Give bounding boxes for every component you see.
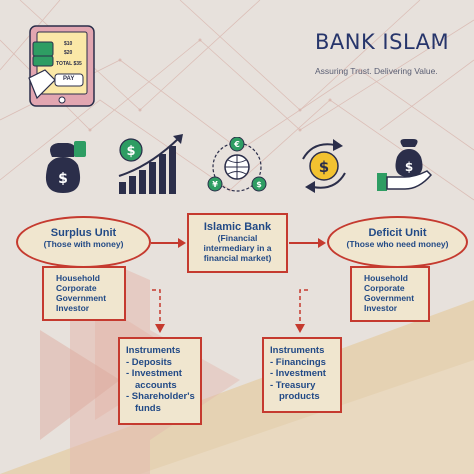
islamic-bank-subtitle-line: (Financial bbox=[217, 233, 258, 243]
dashed-arrow-right-head bbox=[295, 324, 305, 333]
deficit-member: Household bbox=[364, 273, 408, 283]
brand-tagline: Assuring Trust. Delivering Value. bbox=[315, 66, 438, 76]
instrument-item: - Shareholder's bbox=[126, 391, 195, 402]
instruments-left-title: Instruments bbox=[126, 345, 181, 356]
cycle-money-icon: $ bbox=[302, 139, 346, 193]
svg-text:$: $ bbox=[58, 171, 68, 187]
islamic-bank-box: Islamic Bank (Financial intermediary in … bbox=[187, 213, 288, 273]
instrument-item: - Treasury bbox=[270, 379, 316, 391]
dashed-arrow-right bbox=[299, 289, 308, 326]
deficit-unit-ellipse: Deficit Unit (Those who need money) bbox=[327, 216, 468, 268]
deficit-members-box: Household Corporate Government Investor bbox=[350, 266, 430, 322]
surplus-members-box: Household Corporate Government Investor bbox=[42, 266, 126, 321]
instrument-item: - Investment bbox=[126, 368, 182, 379]
phone-row-1: $10 bbox=[64, 41, 73, 47]
svg-text:$: $ bbox=[319, 158, 329, 176]
instrument-item: - Financings bbox=[270, 356, 326, 368]
surplus-unit-subtitle: (Those with money) bbox=[43, 239, 124, 249]
instrument-item: - Deposits bbox=[126, 356, 172, 368]
instrument-item-cont: accounts bbox=[135, 379, 177, 391]
surplus-unit-title: Surplus Unit bbox=[50, 227, 117, 239]
arrow-head-surplus-to-bank bbox=[178, 238, 186, 248]
brand-logo: BANK ISLAM bbox=[315, 30, 450, 54]
islamic-bank-title: Islamic Bank bbox=[203, 221, 272, 233]
dashed-arrow-left-head bbox=[155, 324, 165, 333]
instruments-right-box: Instruments - Financings - Investment - … bbox=[262, 337, 342, 413]
surplus-member: Corporate bbox=[56, 283, 97, 293]
mobile-payment-icon bbox=[28, 25, 95, 107]
deficit-member: Corporate bbox=[364, 283, 405, 293]
arrow-head-bank-to-deficit bbox=[318, 238, 326, 248]
deficit-member: Investor bbox=[364, 303, 398, 313]
svg-text:$: $ bbox=[126, 144, 135, 159]
global-exchange-icon: € ¥ $ bbox=[207, 137, 267, 192]
phone-row-2: $20 bbox=[64, 50, 73, 56]
svg-text:$: $ bbox=[256, 180, 262, 189]
instrument-item-cont: funds bbox=[135, 402, 161, 414]
surplus-member: Household bbox=[56, 273, 100, 283]
instruments-left-box: Instruments - Deposits - Investment acco… bbox=[118, 337, 202, 425]
phone-pay-button: PAY bbox=[63, 76, 75, 82]
islamic-bank-subtitle-line: intermediary in a bbox=[203, 243, 272, 253]
surplus-unit-ellipse: Surplus Unit (Those with money) bbox=[16, 216, 151, 268]
svg-text:€: € bbox=[233, 140, 240, 149]
islamic-bank-subtitle-line: financial market) bbox=[203, 253, 272, 263]
phone-row-3: TOTAL $35 bbox=[56, 61, 82, 67]
instrument-item-cont: products bbox=[279, 391, 320, 402]
dashed-arrow-left bbox=[152, 289, 161, 326]
hand-money-bag-icon: $ bbox=[377, 139, 433, 191]
growth-chart-icon: $ bbox=[118, 134, 183, 194]
svg-text:¥: ¥ bbox=[212, 180, 218, 189]
instruments-right-title: Instruments bbox=[270, 345, 325, 356]
instrument-item: - Investment bbox=[270, 368, 326, 379]
money-bag-hand-icon: $ bbox=[45, 141, 86, 193]
deficit-unit-subtitle: (Those who need money) bbox=[346, 239, 449, 249]
svg-text:$: $ bbox=[405, 160, 413, 174]
surplus-member: Government bbox=[56, 293, 107, 303]
deficit-unit-title: Deficit Unit bbox=[368, 227, 427, 239]
deficit-member: Government bbox=[364, 293, 415, 303]
surplus-member: Investor bbox=[56, 303, 90, 313]
